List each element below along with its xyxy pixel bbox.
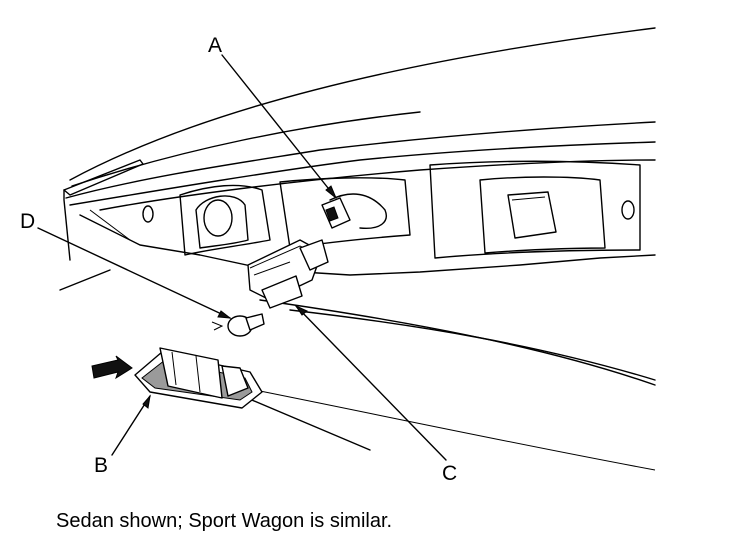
callout-b: B [94,454,108,477]
license-light-lens [91,347,263,409]
leader-lines [37,54,447,461]
wedge-bulb [211,313,265,337]
callout-c: C [442,462,457,485]
inner-panel-pockets [142,160,641,259]
harness-connector [321,193,387,229]
diagram-caption: Sedan shown; Sport Wagon is similar. [56,510,393,532]
bulb-socket [247,239,329,309]
callout-d: D [20,210,35,233]
callout-a: A [208,34,222,57]
